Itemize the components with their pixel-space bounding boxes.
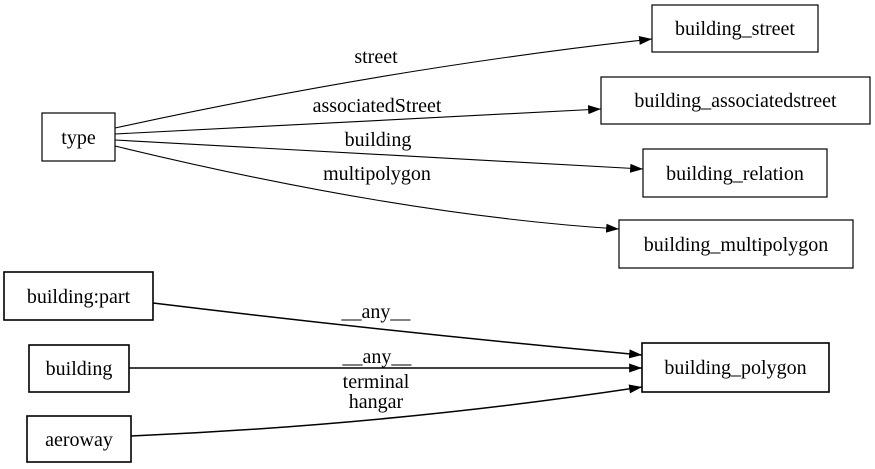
edge-label-street: street — [354, 46, 398, 68]
node-building: building — [28, 344, 130, 393]
node-building-street: building_street — [651, 4, 819, 53]
node-building-polygon-label: building_polygon — [664, 357, 806, 379]
edge-label-associatedstreet: associatedStreet — [313, 95, 442, 117]
node-building-box — [28, 344, 130, 393]
edge-label-layer: street associatedStreet building multipo… — [313, 46, 442, 413]
node-type: type — [41, 112, 116, 162]
edge-label-terminal: terminal — [343, 371, 410, 393]
node-aeroway: aeroway — [26, 415, 132, 463]
edge-label-building: building — [345, 129, 412, 151]
node-building-label: building — [46, 358, 113, 380]
node-building-associatedstreet-box — [600, 76, 871, 125]
node-building-part-box — [3, 271, 154, 321]
node-building-associatedstreet-label: building_associatedstreet — [634, 90, 837, 112]
node-building-multipolygon-box — [618, 219, 854, 269]
node-layer: type building_street building_associated… — [3, 4, 871, 463]
node-aeroway-label: aeroway — [45, 429, 113, 451]
node-building-polygon-box — [641, 342, 830, 393]
node-building-associatedstreet: building_associatedstreet — [600, 76, 871, 125]
edge-type-to-building-relation — [114, 139, 644, 173]
edge-aeroway-to-building-polygon — [130, 384, 643, 437]
node-building-part-label: building:part — [27, 286, 131, 308]
node-aeroway-box — [26, 415, 132, 463]
edge-label-hangar: hangar — [349, 391, 404, 413]
node-building-relation-label: building_relation — [666, 163, 804, 185]
node-building-street-label: building_street — [675, 18, 795, 40]
edge-type-to-building-multipolygon — [114, 145, 620, 233]
node-building-street-box — [651, 4, 819, 53]
edge-building-part-to-building-polygon — [152, 302, 643, 359]
node-type-box — [41, 112, 116, 162]
node-building-part: building:part — [3, 271, 154, 321]
node-type-label: type — [61, 127, 96, 149]
node-building-relation: building_relation — [642, 148, 828, 198]
edge-label-any-building: __any__ — [342, 346, 413, 368]
node-building-polygon: building_polygon — [641, 342, 830, 393]
edge-type-to-building-associatedstreet — [114, 105, 602, 135]
edge-label-multipolygon: multipolygon — [323, 163, 431, 185]
node-building-relation-box — [642, 148, 828, 198]
node-building-multipolygon: building_multipolygon — [618, 219, 854, 269]
edge-label-any-part: __any__ — [341, 301, 412, 323]
edge-type-to-building-street — [114, 35, 653, 129]
edge-layer — [114, 35, 653, 437]
node-building-multipolygon-label: building_multipolygon — [644, 234, 828, 256]
